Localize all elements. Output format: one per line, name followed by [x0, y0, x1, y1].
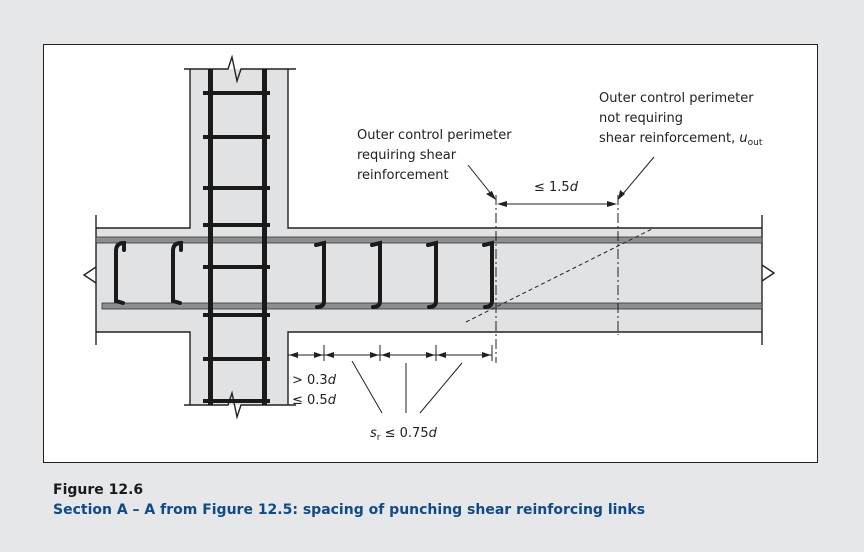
column-tie [203, 186, 270, 190]
label-sr-spacing: sr ≤ 0.75d [370, 425, 437, 447]
column-tie [203, 313, 270, 317]
leader-lines [467, 156, 655, 196]
d-symbol: d [569, 180, 578, 195]
shear-link [171, 240, 183, 305]
u-symbol: u [739, 131, 748, 146]
shear-links [114, 240, 494, 309]
u-subscript: out [747, 138, 763, 148]
shear-link [426, 240, 438, 309]
shear-crack-line [465, 227, 655, 323]
label-dim-0-3d: > 0.3d [292, 372, 336, 389]
column-bars [208, 69, 267, 405]
label-outer-not-required-line1: Outer control perimeter [599, 91, 754, 106]
perimeter-lines [465, 195, 655, 363]
column-tie [203, 399, 270, 403]
label-dim-1-5d: ≤ 1.5d [534, 179, 578, 196]
label-outer-not-required-text: shear reinforcement, [599, 131, 740, 146]
dim-1-5d-value: ≤ 1.5 [534, 180, 570, 195]
figure-caption: Section A – A from Figure 12.5: spacing … [53, 502, 646, 518]
section-diagram [82, 54, 776, 420]
sr-symbol: s [370, 426, 377, 441]
d-symbol: d [327, 393, 336, 408]
column-tie [203, 135, 270, 139]
spacing-arrowheads [289, 352, 491, 358]
sr-value: ≤ 0.75 [384, 426, 429, 441]
leader-arrowheads [486, 190, 625, 200]
label-outer-required-line3: reinforcement [357, 168, 449, 183]
shear-link [114, 240, 126, 305]
shear-link [314, 240, 326, 309]
shear-link [482, 240, 494, 309]
label-outer-required-line1: Outer control perimeter [357, 128, 512, 143]
column-bar-right [262, 69, 267, 405]
dim-0-3d-value: > 0.3 [292, 373, 328, 388]
column-tie [203, 357, 270, 361]
figure-number: Figure 12.6 [53, 482, 144, 498]
sr-subscript: r [376, 433, 381, 443]
shear-link [370, 240, 382, 309]
label-outer-required-line2: requiring shear [357, 148, 457, 163]
top-bar [95, 236, 763, 244]
column-tie [203, 265, 270, 269]
column-bar-left [208, 69, 213, 405]
column-tie [203, 91, 270, 95]
label-outer-not-required-line3: shear reinforcement, uout [599, 130, 762, 152]
d-symbol: d [327, 373, 336, 388]
column-tie [203, 223, 270, 227]
label-dim-0-5d: ≤ 0.5d [292, 392, 336, 409]
dim-0-5d-value: ≤ 0.5 [292, 393, 328, 408]
d-symbol: d [428, 426, 437, 441]
column-ties [203, 91, 270, 403]
diagram-panel: Outer control perimeter requiring shear … [43, 44, 818, 463]
label-outer-not-required-line2: not requiring [599, 111, 684, 126]
